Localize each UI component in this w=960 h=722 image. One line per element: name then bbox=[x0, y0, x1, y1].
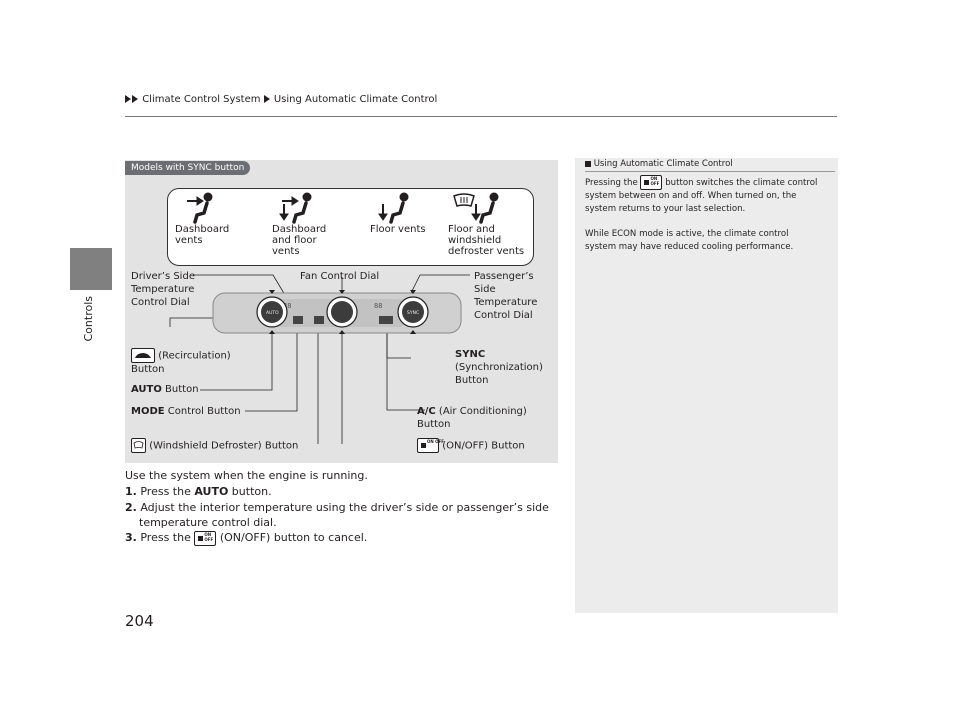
side-note-paragraph-1: Pressing the button switches the climate… bbox=[585, 175, 835, 216]
side-note-panel bbox=[575, 158, 838, 613]
vent-label-dashboard: Dashboard vents bbox=[175, 224, 230, 246]
note-marker-icon bbox=[585, 160, 591, 167]
page-number: 204 bbox=[125, 612, 154, 630]
leader-lines bbox=[169, 274, 470, 444]
body-intro: Use the system when the engine is runnin… bbox=[125, 469, 368, 482]
on-off-icon bbox=[640, 175, 663, 190]
vent-label-floor: Floor vents bbox=[370, 224, 426, 235]
svg-text:SYNC: SYNC bbox=[407, 310, 419, 316]
passenger-temp-dial-label: Passenger’s Side Temperature Control Dia… bbox=[474, 271, 538, 321]
side-note-paragraph-2: While ECON mode is active, the climate c… bbox=[585, 229, 794, 252]
section-tab[interactable] bbox=[70, 248, 112, 290]
dashboard-vents-icon bbox=[187, 192, 213, 224]
on-off-icon bbox=[417, 438, 439, 453]
windshield-defroster-icon bbox=[131, 438, 146, 453]
breadcrumb-arrow-icon bbox=[132, 95, 138, 103]
vent-label-dashboard-floor: Dashboard and floor vents bbox=[272, 224, 327, 257]
floor-vents-icon bbox=[378, 192, 409, 224]
section-label: Controls bbox=[82, 296, 95, 342]
breadcrumb-item-automatic[interactable]: Using Automatic Climate Control bbox=[273, 94, 438, 105]
breadcrumb-arrow-icon bbox=[125, 95, 131, 103]
climate-control-panel-illustration: 88 88 AUTO SYNC bbox=[169, 274, 470, 444]
dashboard-floor-vents-icon bbox=[279, 192, 312, 224]
on-off-icon bbox=[194, 530, 217, 546]
vent-mode-icons bbox=[187, 192, 499, 224]
svg-text:88: 88 bbox=[283, 302, 291, 310]
svg-text:AUTO: AUTO bbox=[266, 310, 279, 316]
defroster-button-label: (Windshield Defroster) Button bbox=[131, 438, 298, 453]
svg-text:88: 88 bbox=[374, 302, 382, 310]
breadcrumb: Climate Control System Using Automatic C… bbox=[125, 94, 437, 105]
breadcrumb-item-system[interactable]: Climate Control System bbox=[142, 94, 261, 105]
sync-label: SYNC (Synchronization) Button bbox=[455, 349, 543, 386]
step-3: 3. Press the (ON/OFF) button to cancel. bbox=[125, 530, 367, 546]
ac-button-label: A/C (Air Conditioning) Button bbox=[417, 406, 527, 430]
step-1: 1. Press the AUTO button. bbox=[125, 485, 272, 498]
floor-windshield-vents-icon bbox=[453, 192, 499, 224]
auto-button-label: AUTO Button bbox=[131, 384, 199, 395]
step-2-continued: temperature control dial. bbox=[139, 516, 277, 529]
onoff-button-label: (ON/OFF) Button bbox=[417, 438, 525, 453]
driver-temp-dial-label: Driver’s Side Temperature Control Dial bbox=[131, 271, 195, 308]
fan-dial-label: Fan Control Dial bbox=[300, 271, 380, 282]
mode-button-label: MODE Control Button bbox=[131, 406, 241, 417]
models-badge: Models with SYNC button bbox=[125, 161, 251, 175]
side-note-rule bbox=[585, 171, 835, 172]
recirculation-icon bbox=[131, 348, 155, 363]
header-rule bbox=[125, 116, 837, 117]
side-note-title: Using Automatic Climate Control bbox=[585, 159, 733, 169]
recirc-label: (Recirculation) Button bbox=[131, 348, 231, 376]
vent-label-floor-windshield: Floor and windshield defroster vents bbox=[448, 224, 525, 257]
step-2: 2. Adjust the interior temperature using… bbox=[125, 501, 549, 514]
breadcrumb-arrow-icon bbox=[263, 95, 270, 103]
